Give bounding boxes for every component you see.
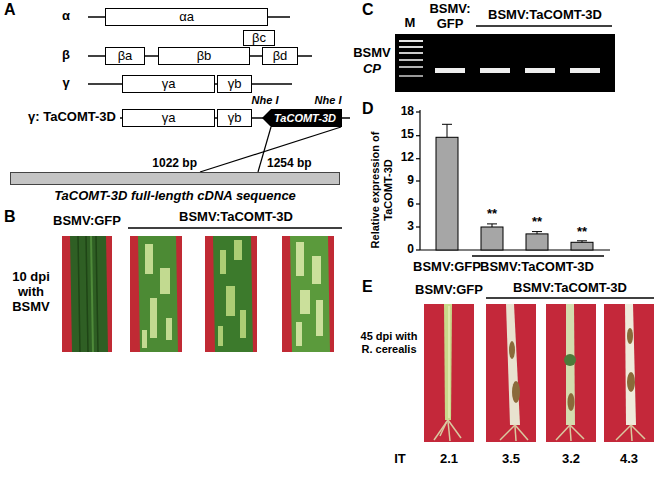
tick-label: 15: [384, 128, 414, 142]
axis-title: Relative expression of TaCOMT-3D: [369, 115, 395, 265]
tick-label: 0: [384, 243, 414, 257]
bar-caption: TaCOMT-3D full-length cDNA sequence: [10, 188, 340, 203]
panel-letter: D: [362, 100, 374, 118]
score-value: 2.1: [429, 452, 469, 467]
gene-arrow: TaCOMT-3D: [262, 109, 342, 127]
score-value: 3.5: [491, 452, 531, 467]
panel-letter: E: [362, 278, 373, 296]
axis-label: BSMV:TaCOMT-3D: [472, 260, 602, 275]
gene-box: αa: [105, 8, 268, 26]
tick-label: 9: [384, 174, 414, 188]
significance-mark: **: [525, 215, 549, 230]
lane-label: BSMV: GFP: [426, 2, 474, 32]
row-label: γ: TaCOMT-3D: [6, 110, 116, 125]
gene-box: γa: [122, 75, 215, 93]
arrow-text: TaCOMT-3D: [268, 112, 336, 124]
time-label: 10 dpi with BSMV: [4, 270, 58, 315]
score-value: 4.3: [609, 452, 649, 467]
lane-label: BSMV:TaCOMT-3D: [480, 8, 610, 23]
gene-label: BSMV: [350, 46, 394, 61]
score-label: IT: [388, 452, 412, 467]
gene-box: βa: [105, 47, 145, 65]
box-text: γa: [162, 111, 176, 125]
gene-box: γb: [217, 75, 252, 93]
connector-line: [200, 127, 341, 172]
score-value: 3.2: [551, 452, 591, 467]
tick-label: 6: [384, 197, 414, 211]
site-label: Nhe I: [306, 94, 350, 107]
cdna-bar: TaCOMT-3D full-length cDNA sequence: [10, 172, 340, 203]
gene-box: γb: [217, 109, 252, 127]
box-text: γb: [228, 77, 242, 91]
position-label: 1254 bp: [267, 157, 312, 171]
gene-box: βd: [262, 47, 298, 65]
tick-label: 3: [384, 220, 414, 234]
panel-letter: B: [4, 208, 16, 226]
tick-label: 12: [384, 151, 414, 165]
panel-letter: C: [362, 1, 374, 19]
gene-label: CP: [350, 62, 394, 77]
box-text: αa: [179, 10, 194, 24]
box-text: γa: [162, 77, 176, 91]
box-text: βa: [118, 49, 133, 63]
axis-label: BSMV:GFP: [407, 260, 487, 275]
gene-box: βb: [158, 47, 250, 65]
site-label: Nhe I: [243, 94, 287, 107]
treatment-label: BSMV:TaCOMT-3D: [171, 210, 301, 225]
row-label: α: [56, 9, 76, 24]
position-label: 1022 bp: [137, 157, 197, 171]
box-text: βb: [197, 49, 212, 63]
row-label: β: [56, 48, 76, 63]
time-label: 45 dpi with R. cerealis: [358, 330, 420, 355]
significance-mark: **: [480, 207, 504, 222]
treatment-label: BSMV:TaCOMT-3D: [505, 281, 635, 296]
treatment-label: BSMV:GFP: [409, 283, 489, 298]
row-label: γ: [56, 76, 76, 91]
treatment-label: BSMV:GFP: [47, 214, 127, 229]
lane-label: M: [400, 16, 420, 31]
panel-letter: A: [4, 1, 16, 19]
gene-box: βc: [243, 30, 275, 46]
significance-mark: **: [570, 225, 594, 240]
tick-label: 18: [384, 105, 414, 119]
box-text: βc: [252, 31, 266, 45]
box-text: γb: [228, 111, 242, 125]
bar-shape: [10, 172, 340, 185]
gene-box: γa: [122, 109, 215, 127]
box-text: βd: [273, 49, 288, 63]
arrow-outline: [262, 109, 342, 127]
